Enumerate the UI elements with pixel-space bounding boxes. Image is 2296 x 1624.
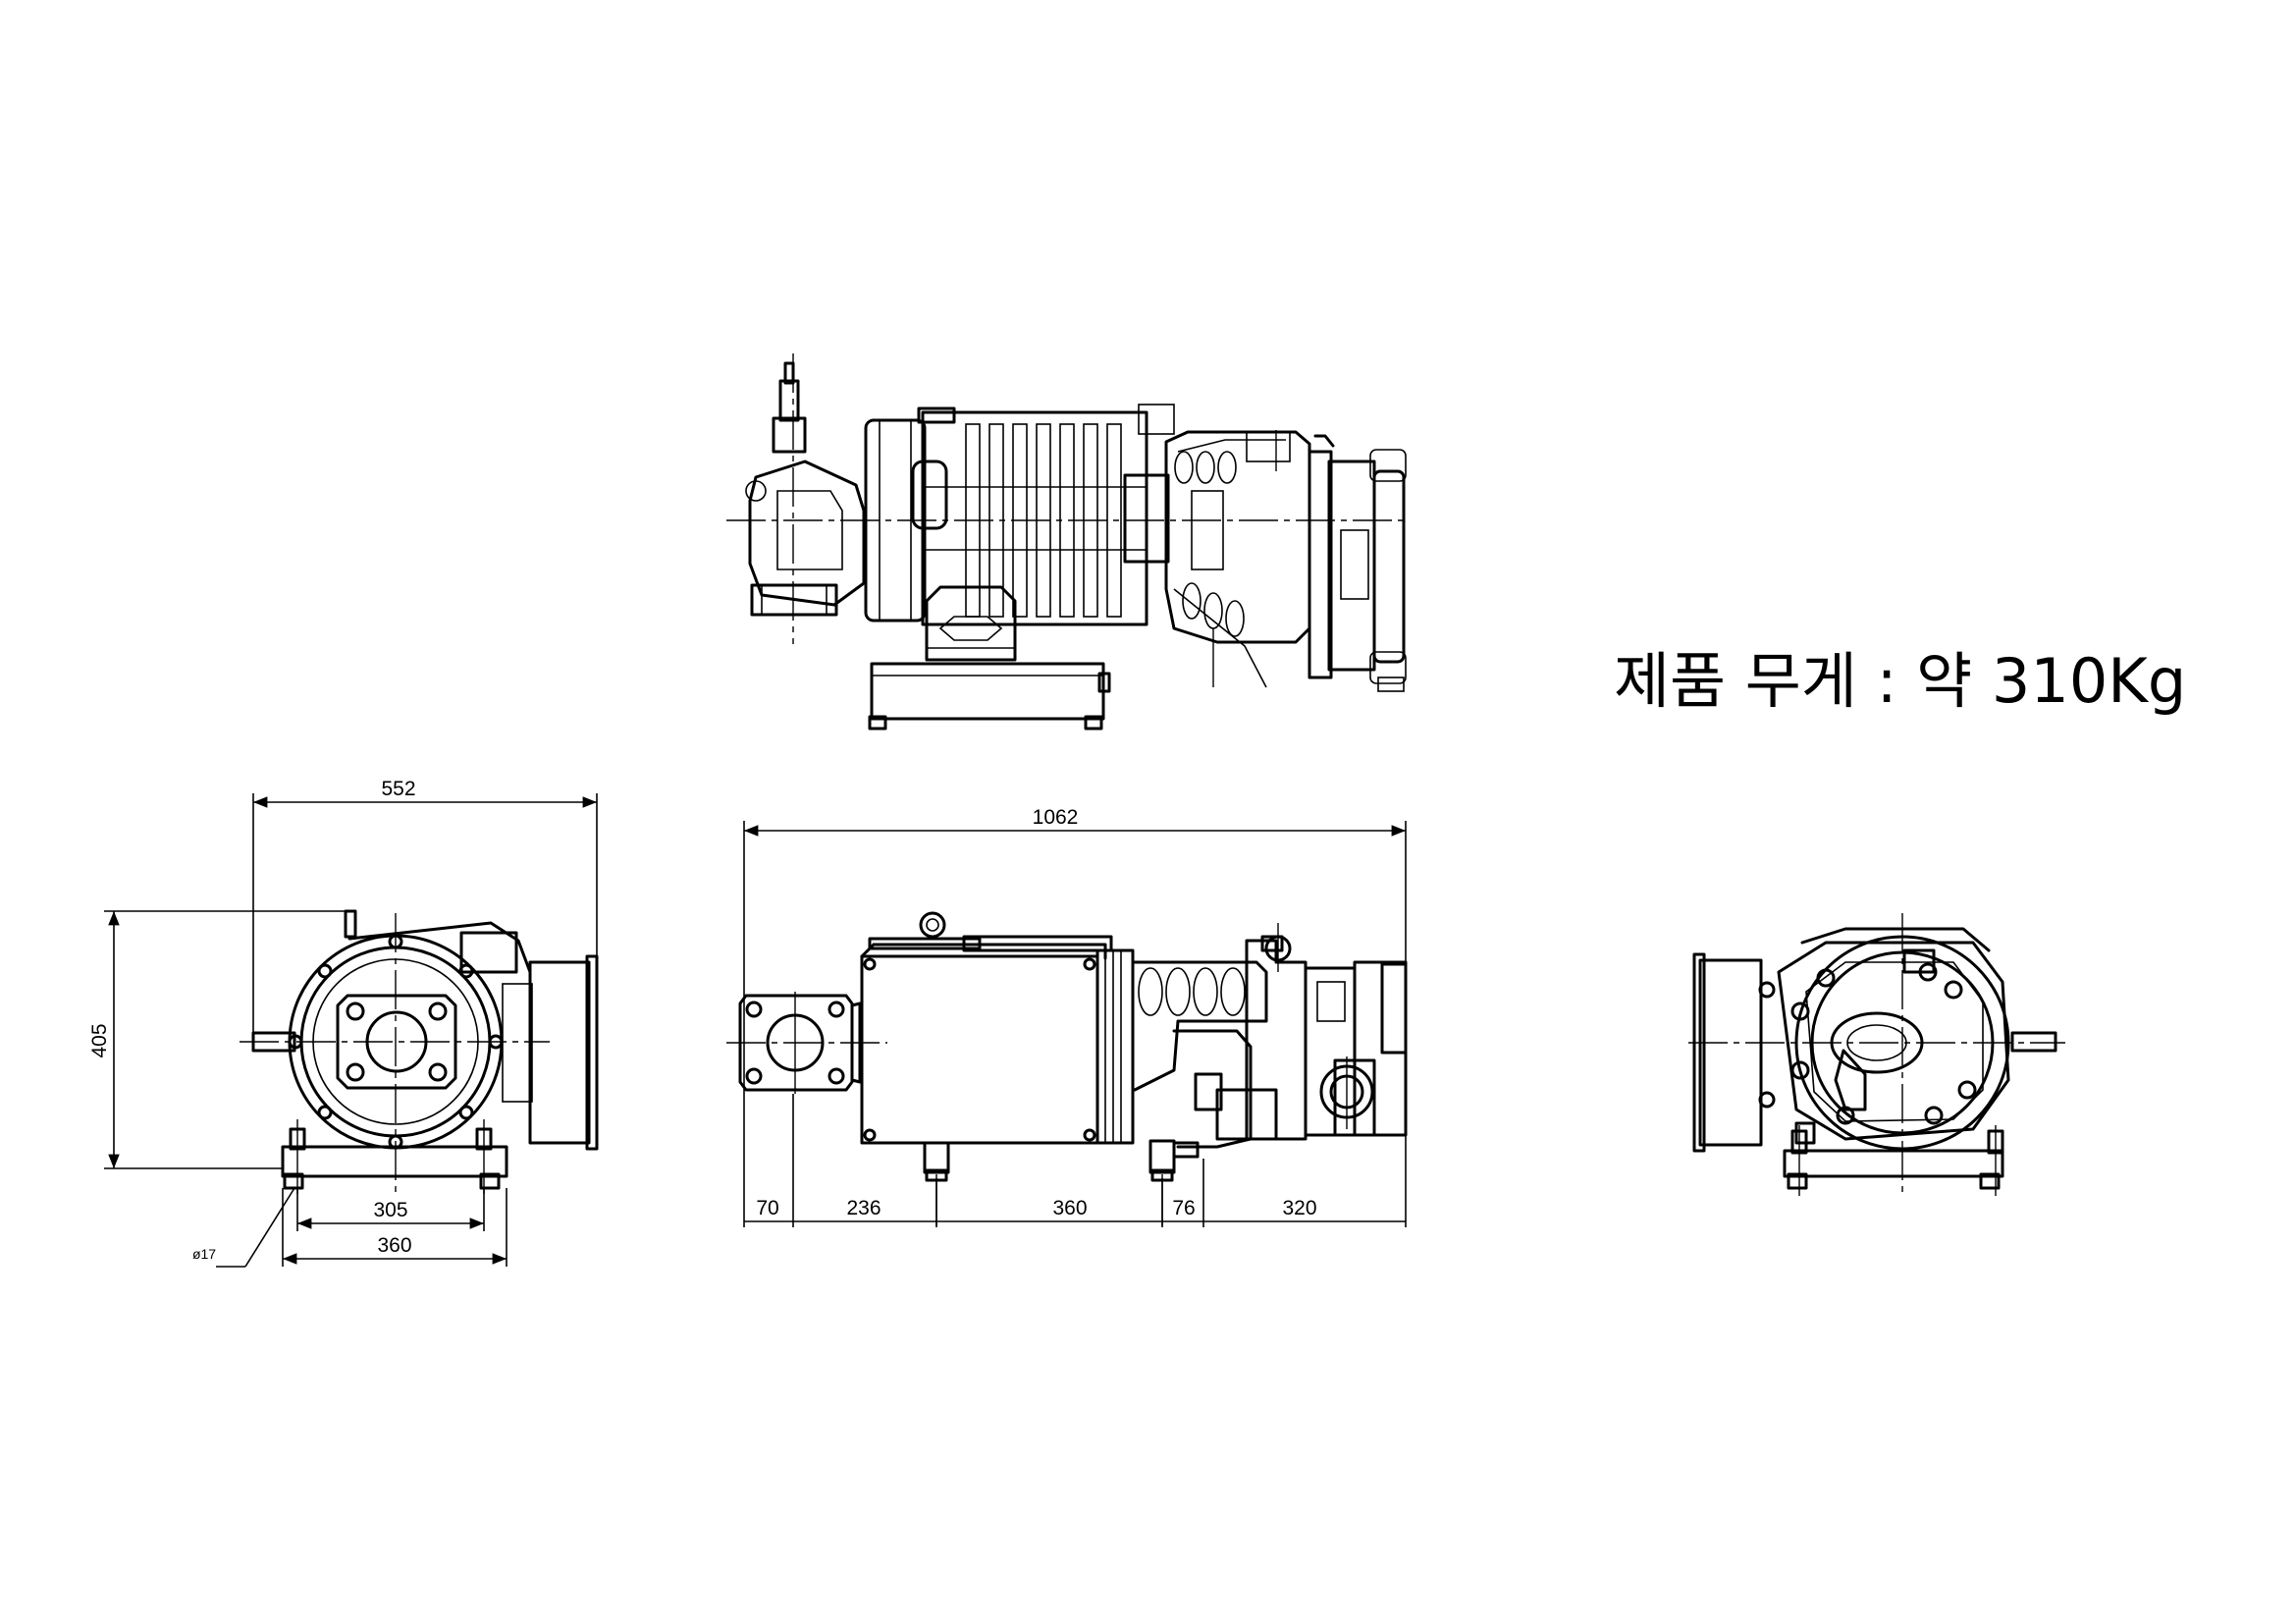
dim-segment-1: 70	[756, 1197, 778, 1219]
product-weight-label: 제품 무게 : 약 310Kg	[1614, 645, 2186, 717]
dim-segment-4: 76	[1172, 1197, 1195, 1219]
dim-foot-outer: 360	[377, 1234, 411, 1257]
dim-segment-5: 320	[1282, 1197, 1316, 1219]
dim-height: 405	[88, 1023, 111, 1057]
dim-overall-length: 1062	[1033, 806, 1079, 829]
cover-bolts	[1758, 962, 1977, 1125]
dim-foot-inner: 305	[373, 1199, 407, 1221]
dim-width: 552	[381, 778, 415, 800]
side-view	[726, 911, 1408, 1225]
dim-segment-3: 360	[1052, 1197, 1087, 1219]
top-view	[726, 353, 1410, 731]
side-view-dimensions: 1062 70 236 360 76 320	[743, 806, 1407, 1227]
dim-segment-2: 236	[846, 1197, 881, 1219]
dim-hole-diameter: ø17	[192, 1246, 216, 1262]
front-view-dimensions: 552 405 305 360 ø17	[88, 778, 598, 1268]
rear-view	[1688, 913, 2065, 1196]
front-view	[240, 909, 599, 1198]
